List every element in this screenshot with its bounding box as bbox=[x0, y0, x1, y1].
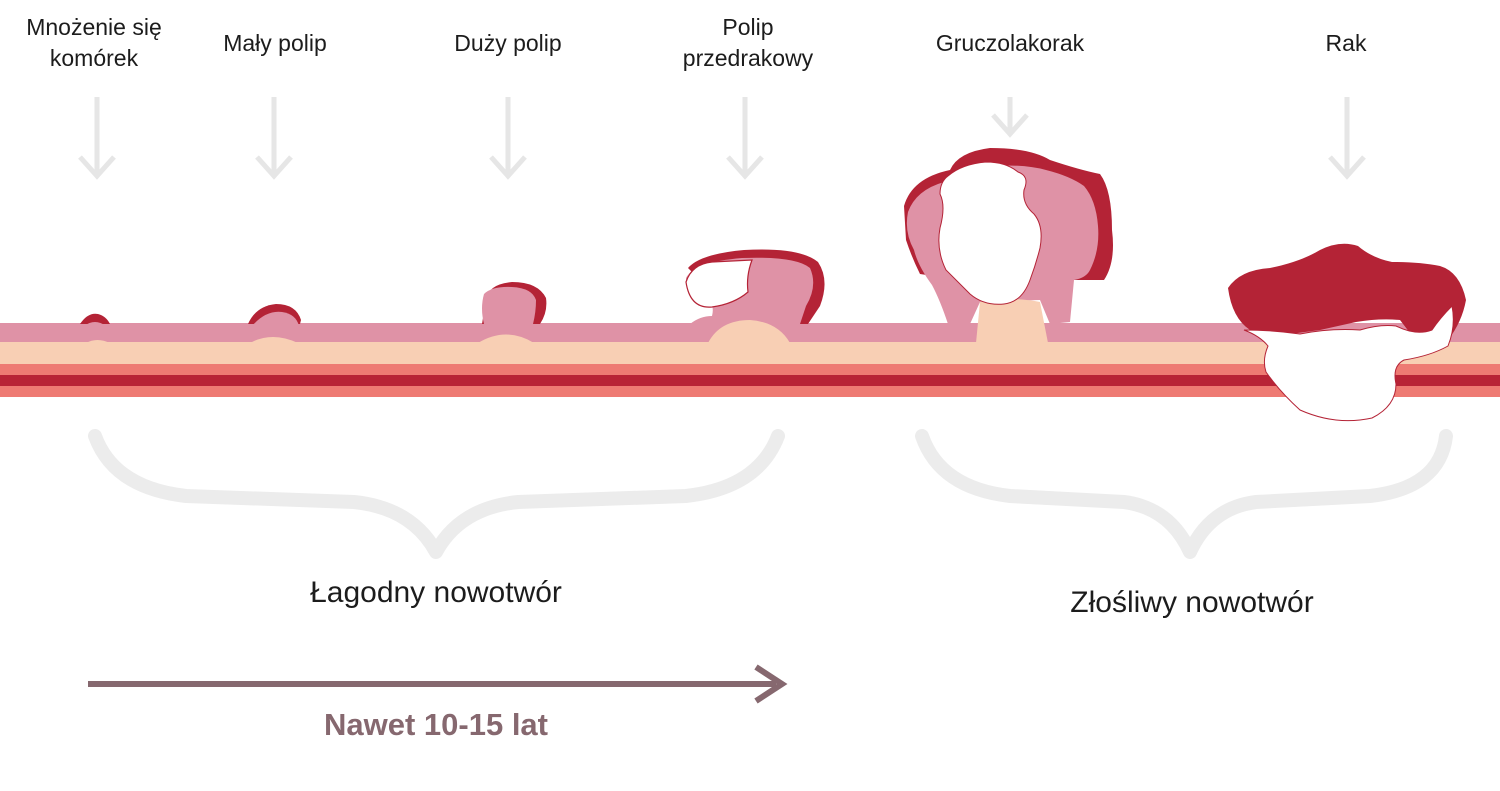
stage-label-large-polyp: Duży polip bbox=[454, 30, 562, 56]
down-arrow-icon bbox=[991, 97, 1029, 138]
benign-brace bbox=[88, 429, 785, 559]
down-arrow-icon bbox=[489, 97, 527, 180]
precancerous-polyp-shape bbox=[685, 249, 825, 343]
serosa-layer bbox=[0, 386, 1500, 397]
malignant-tumor-label: Złośliwy nowotwór bbox=[1070, 586, 1314, 619]
benign-tumor-label: Łagodny nowotwór bbox=[310, 576, 562, 609]
small-polyp-shape bbox=[248, 304, 301, 343]
stage-label-cancer: Rak bbox=[1325, 30, 1367, 56]
muscle-layer-dark bbox=[0, 375, 1500, 386]
down-arrow-icon bbox=[255, 97, 293, 180]
down-arrow-icon bbox=[78, 97, 116, 180]
large-polyp-shape bbox=[478, 282, 547, 343]
timeline-label: Nawet 10-15 lat bbox=[324, 707, 548, 742]
stage-label-adenocarcinoma: Gruczolakorak bbox=[935, 30, 1085, 56]
timeline-arrow-icon bbox=[88, 664, 788, 704]
stage-arrows bbox=[78, 97, 1366, 180]
adenocarcinoma-shape bbox=[904, 148, 1113, 343]
cancer-shape bbox=[1228, 243, 1466, 422]
group-braces bbox=[88, 429, 1453, 559]
down-arrow-icon bbox=[726, 97, 764, 180]
down-arrow-icon bbox=[1328, 97, 1366, 180]
submucosa-layer bbox=[0, 342, 1500, 364]
muscle-layer-outer bbox=[0, 364, 1500, 375]
stage-label-small-polyp: Mały polip bbox=[223, 30, 327, 56]
cell-proliferation-shape bbox=[80, 313, 110, 343]
malignant-brace bbox=[915, 429, 1453, 559]
